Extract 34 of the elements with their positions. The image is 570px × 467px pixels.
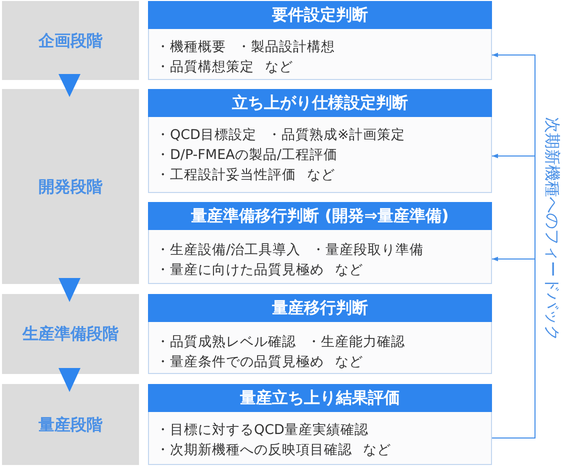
phase-box — [2, 1, 139, 80]
header-bar: 量産準備移行判断 (開発⇒量産準備) — [148, 202, 492, 230]
decision-box — [148, 384, 492, 465]
phase-label: 開発段階 — [38, 176, 102, 196]
phase-label: 量産段階 — [38, 414, 102, 434]
down-arrow — [58, 278, 80, 302]
bullet-text: ・生産設備/治工具導入 ・量産段取り準備 — [156, 241, 424, 260]
header-bar: 立ち上がり仕様設定判断 — [148, 89, 492, 117]
phase-box — [2, 294, 139, 374]
bullet-text: ・工程設計妥当性評価 など — [156, 166, 336, 185]
bullet-text: ・D/P-FMEAの製品/工程評価 — [156, 146, 338, 165]
vertical-label: 次期新機種へのフィードバック — [543, 117, 561, 341]
header-bar: 量産移行判断 — [148, 294, 492, 322]
bullet-text: ・品質構想策定 など — [156, 58, 294, 77]
decision-box — [148, 294, 492, 374]
bullet-text: ・品質成熟レベル確認 ・生産能力確認 — [156, 333, 406, 352]
decision-box — [148, 202, 492, 284]
phase-label: 生産準備段階 — [22, 324, 118, 344]
bullet-text: ・目標に対するQCD量産実績確認 — [156, 421, 368, 440]
down-arrow — [58, 74, 80, 97]
down-arrow — [58, 368, 80, 392]
phase-label: 企画段階 — [38, 30, 102, 50]
phase-box — [2, 89, 139, 284]
bullet-text: ・QCD目標設定 ・品質熟成※計画策定 — [156, 126, 405, 145]
bullet-text: ・次期新機種への反映項目確認 など — [156, 441, 392, 460]
decision-box — [148, 89, 492, 193]
phase-box — [2, 384, 139, 465]
bullet-text: ・量産に向けた品質見極め など — [156, 261, 364, 280]
bullet-text: ・量産条件での品質見極め など — [156, 353, 364, 372]
header-bar: 量産立ち上り結果評価 — [148, 384, 492, 412]
header-bar: 要件設定判断 — [148, 1, 492, 29]
decision-box — [148, 1, 492, 80]
feedback-arrow — [492, 256, 536, 438]
bullet-text: ・機種概要 ・製品設計構想 — [156, 38, 336, 57]
